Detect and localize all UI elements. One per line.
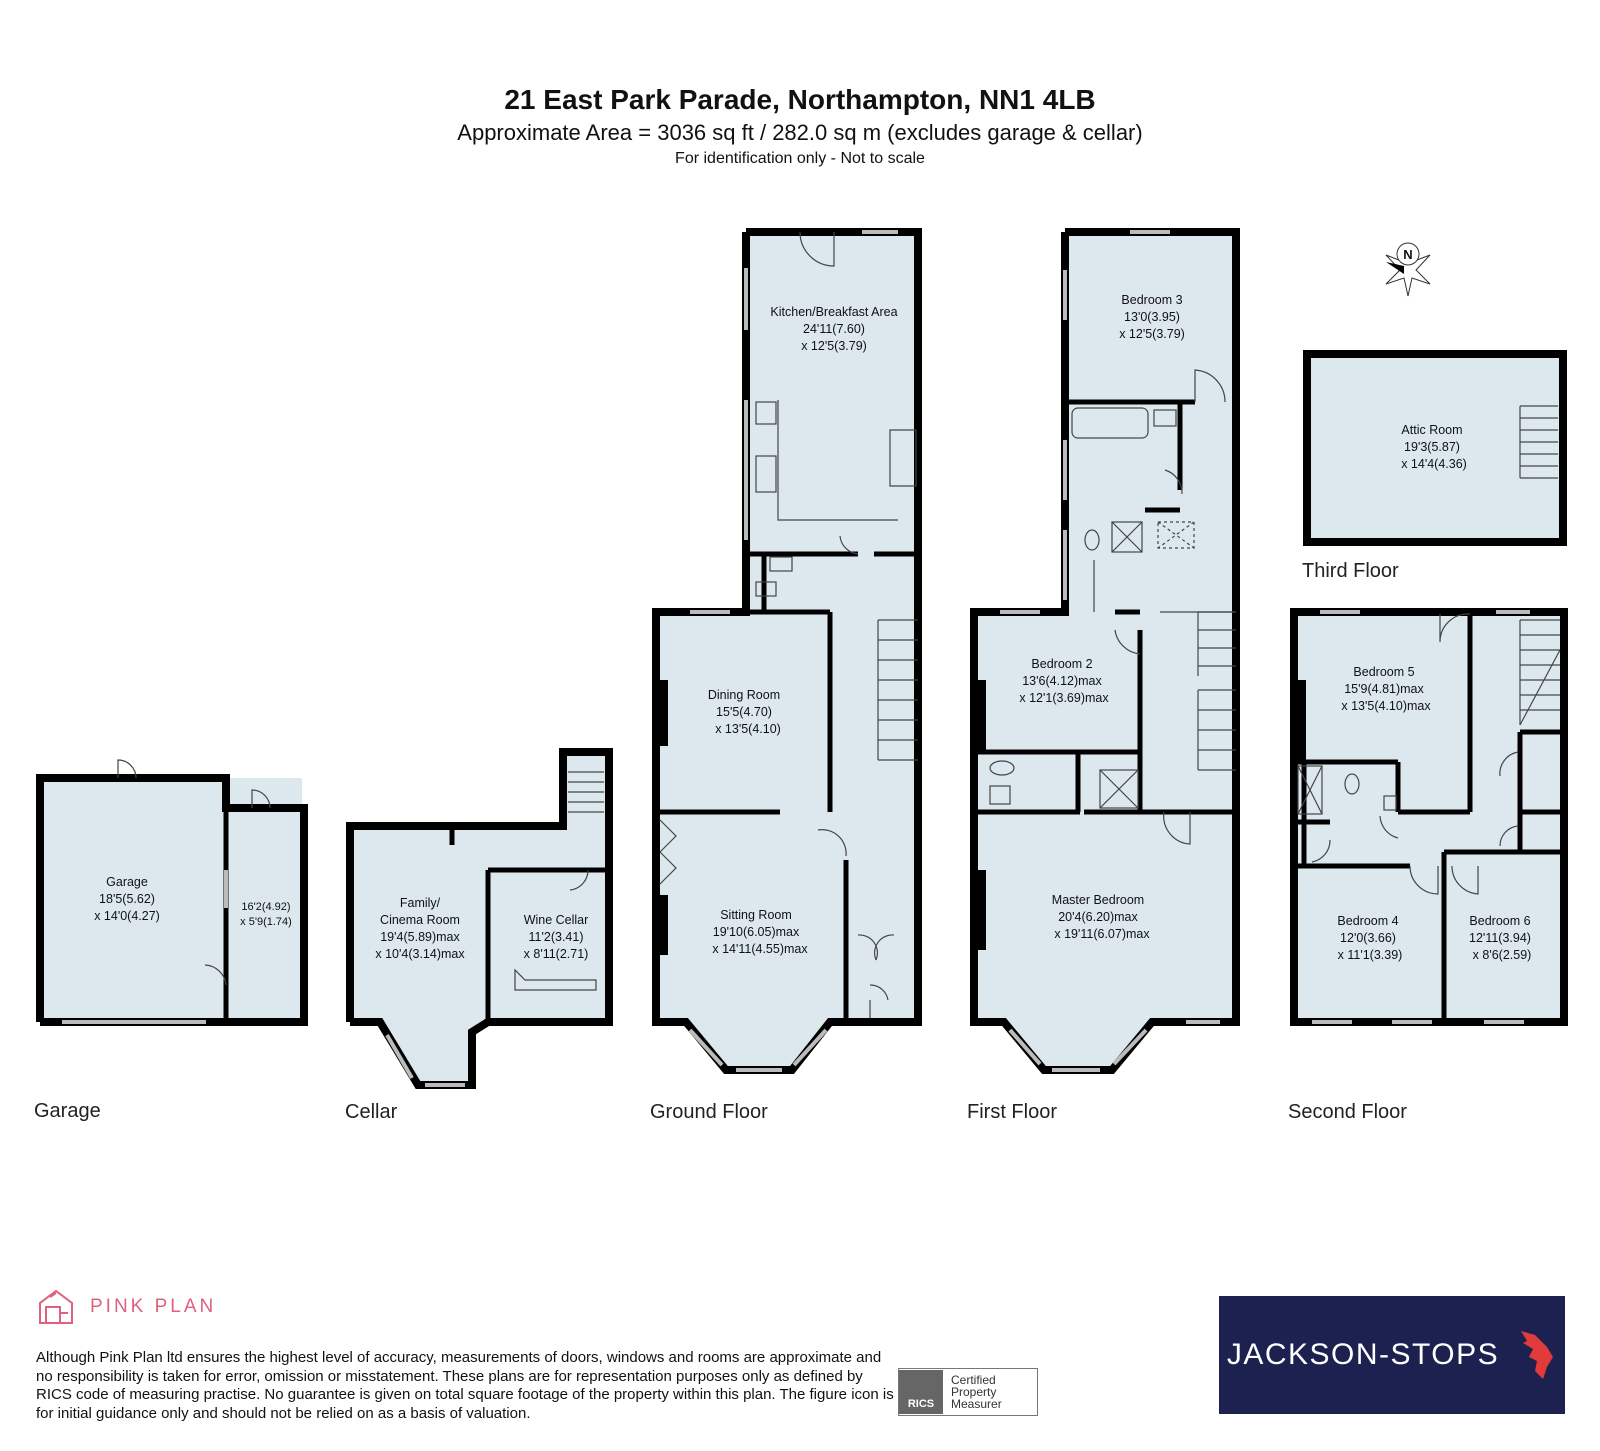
pink-plan-brand: PINK PLAN bbox=[90, 1296, 217, 1317]
svg-text:Bedroom 4: Bedroom 4 bbox=[1337, 914, 1398, 928]
svg-text:x 5'9(1.74): x 5'9(1.74) bbox=[240, 916, 292, 928]
second-floor-plan bbox=[1290, 608, 1568, 1026]
third-floor-plan bbox=[1303, 350, 1567, 546]
svg-text:Wine Cellar: Wine Cellar bbox=[524, 913, 589, 927]
bedroom-6-label: Bedroom 6 12'11(3.94) x 8'6(2.59) bbox=[1469, 914, 1531, 962]
ground-floor-plan bbox=[652, 228, 922, 1074]
svg-text:12'11(3.94): 12'11(3.94) bbox=[1469, 931, 1531, 945]
svg-text:Kitchen/Breakfast Area: Kitchen/Breakfast Area bbox=[770, 305, 897, 319]
svg-text:x 13'5(4.10): x 13'5(4.10) bbox=[715, 722, 781, 736]
area-subtitle: Approximate Area = 3036 sq ft / 282.0 sq… bbox=[457, 120, 1143, 145]
dining-room-label: Dining Room 15'5(4.70) x 13'5(4.10) bbox=[708, 688, 781, 736]
svg-text:Bedroom 6: Bedroom 6 bbox=[1469, 914, 1530, 928]
svg-text:x 19'11(6.07)max: x 19'11(6.07)max bbox=[1054, 927, 1150, 941]
svg-text:Cinema Room: Cinema Room bbox=[380, 913, 460, 927]
svg-text:12'0(3.66): 12'0(3.66) bbox=[1340, 931, 1396, 945]
first-floor-plan bbox=[970, 228, 1240, 1074]
rics-certified-text: Certified Property Measurer bbox=[943, 1374, 1002, 1410]
svg-text:24'11(7.60): 24'11(7.60) bbox=[803, 322, 865, 336]
rics-line-3: Measurer bbox=[951, 1397, 1002, 1411]
wine-cellar-label: Wine Cellar 11'2(3.41) x 8'11(2.71) bbox=[524, 913, 589, 961]
rics-logo: RICS bbox=[899, 1370, 943, 1414]
rics-line-1: Certified bbox=[951, 1373, 996, 1387]
pink-plan-logo: PINK PLAN bbox=[36, 1287, 216, 1327]
svg-text:13'0(3.95): 13'0(3.95) bbox=[1124, 310, 1180, 324]
svg-text:Garage: Garage bbox=[106, 875, 148, 889]
garage-store-label: 16'2(4.92) x 5'9(1.74) bbox=[240, 901, 292, 928]
family-room-label: Family/ Cinema Room 19'4(5.89)max x 10'4… bbox=[375, 896, 465, 961]
svg-text:x 8'6(2.59): x 8'6(2.59) bbox=[1473, 948, 1532, 962]
floor-label-first: First Floor bbox=[967, 1101, 1057, 1123]
jackson-stops-logo: JACKSON-STOPS bbox=[1219, 1296, 1565, 1414]
svg-text:x 14'4(4.36): x 14'4(4.36) bbox=[1401, 457, 1467, 471]
svg-text:x 10'4(3.14)max: x 10'4(3.14)max bbox=[375, 947, 465, 961]
svg-text:11'2(3.41): 11'2(3.41) bbox=[529, 930, 584, 944]
svg-text:Sitting Room: Sitting Room bbox=[720, 908, 792, 922]
svg-text:Attic Room: Attic Room bbox=[1401, 423, 1462, 437]
cellar-plan bbox=[346, 748, 613, 1089]
svg-text:x 12'1(3.69)max: x 12'1(3.69)max bbox=[1019, 691, 1109, 705]
floor-label-garage: Garage bbox=[34, 1100, 101, 1122]
master-bedroom-label: Master Bedroom 20'4(6.20)max x 19'11(6.0… bbox=[1052, 893, 1151, 941]
kitchen-label: Kitchen/Breakfast Area 24'11(7.60) x 12'… bbox=[770, 305, 897, 353]
bedroom-5-label: Bedroom 5 15'9(4.81)max x 13'5(4.10)max bbox=[1341, 665, 1431, 713]
svg-text:Family/: Family/ bbox=[400, 896, 441, 910]
floor-label-third: Third Floor bbox=[1302, 560, 1399, 582]
floor-label-second: Second Floor bbox=[1288, 1101, 1407, 1123]
garage-room-label: Garage 18'5(5.62) x 14'0(4.27) bbox=[94, 875, 160, 923]
svg-text:Bedroom 2: Bedroom 2 bbox=[1031, 657, 1092, 671]
rics-certification-badge: RICS Certified Property Measurer bbox=[898, 1368, 1038, 1416]
svg-text:Master Bedroom: Master Bedroom bbox=[1052, 893, 1144, 907]
bedroom-4-label: Bedroom 4 12'0(3.66) x 11'1(3.39) bbox=[1337, 914, 1402, 962]
stag-emblem-icon bbox=[1521, 1331, 1554, 1379]
svg-text:19'4(5.89)max: 19'4(5.89)max bbox=[380, 930, 460, 944]
page-title: 21 East Park Parade, Northampton, NN1 4L… bbox=[504, 84, 1096, 115]
pink-plan-house-icon bbox=[39, 1289, 73, 1324]
svg-text:15'9(4.81)max: 15'9(4.81)max bbox=[1344, 682, 1424, 696]
svg-text:x 11'1(3.39): x 11'1(3.39) bbox=[1338, 948, 1403, 962]
bedroom-3-label: Bedroom 3 13'0(3.95) x 12'5(3.79) bbox=[1119, 293, 1185, 341]
sitting-room-label: Sitting Room 19'10(6.05)max x 14'11(4.55… bbox=[712, 908, 808, 956]
floor-label-cellar: Cellar bbox=[345, 1101, 398, 1123]
svg-text:x 14'11(4.55)max: x 14'11(4.55)max bbox=[712, 942, 808, 956]
svg-text:Bedroom 3: Bedroom 3 bbox=[1121, 293, 1182, 307]
svg-text:x 13'5(4.10)max: x 13'5(4.10)max bbox=[1341, 699, 1431, 713]
disclaimer-text: Although Pink Plan ltd ensures the highe… bbox=[36, 1349, 894, 1422]
north-compass-icon: N bbox=[1385, 242, 1431, 297]
svg-text:19'3(5.87): 19'3(5.87) bbox=[1404, 440, 1460, 454]
svg-text:15'5(4.70): 15'5(4.70) bbox=[716, 705, 772, 719]
svg-text:16'2(4.92): 16'2(4.92) bbox=[241, 901, 290, 913]
svg-text:x 14'0(4.27): x 14'0(4.27) bbox=[94, 909, 160, 923]
svg-text:18'5(5.62): 18'5(5.62) bbox=[99, 892, 155, 906]
svg-text:20'4(6.20)max: 20'4(6.20)max bbox=[1058, 910, 1138, 924]
svg-text:x 12'5(3.79): x 12'5(3.79) bbox=[801, 339, 867, 353]
agent-name: JACKSON-STOPS bbox=[1226, 1338, 1500, 1371]
svg-text:x 8'11(2.71): x 8'11(2.71) bbox=[524, 947, 589, 961]
bedroom-2-label: Bedroom 2 13'6(4.12)max x 12'1(3.69)max bbox=[1019, 657, 1109, 705]
rics-line-2: Property bbox=[951, 1385, 997, 1399]
svg-text:Dining Room: Dining Room bbox=[708, 688, 780, 702]
svg-text:Bedroom 5: Bedroom 5 bbox=[1353, 665, 1414, 679]
floor-label-ground: Ground Floor bbox=[650, 1101, 768, 1123]
attic-room-label: Attic Room 19'3(5.87) x 14'4(4.36) bbox=[1401, 423, 1467, 471]
scale-note: For identification only - Not to scale bbox=[675, 150, 925, 167]
svg-text:x 12'5(3.79): x 12'5(3.79) bbox=[1119, 327, 1185, 341]
garage-plan bbox=[36, 759, 308, 1026]
svg-text:13'6(4.12)max: 13'6(4.12)max bbox=[1022, 674, 1102, 688]
compass-label: N bbox=[1403, 247, 1412, 262]
svg-text:19'10(6.05)max: 19'10(6.05)max bbox=[713, 925, 800, 939]
